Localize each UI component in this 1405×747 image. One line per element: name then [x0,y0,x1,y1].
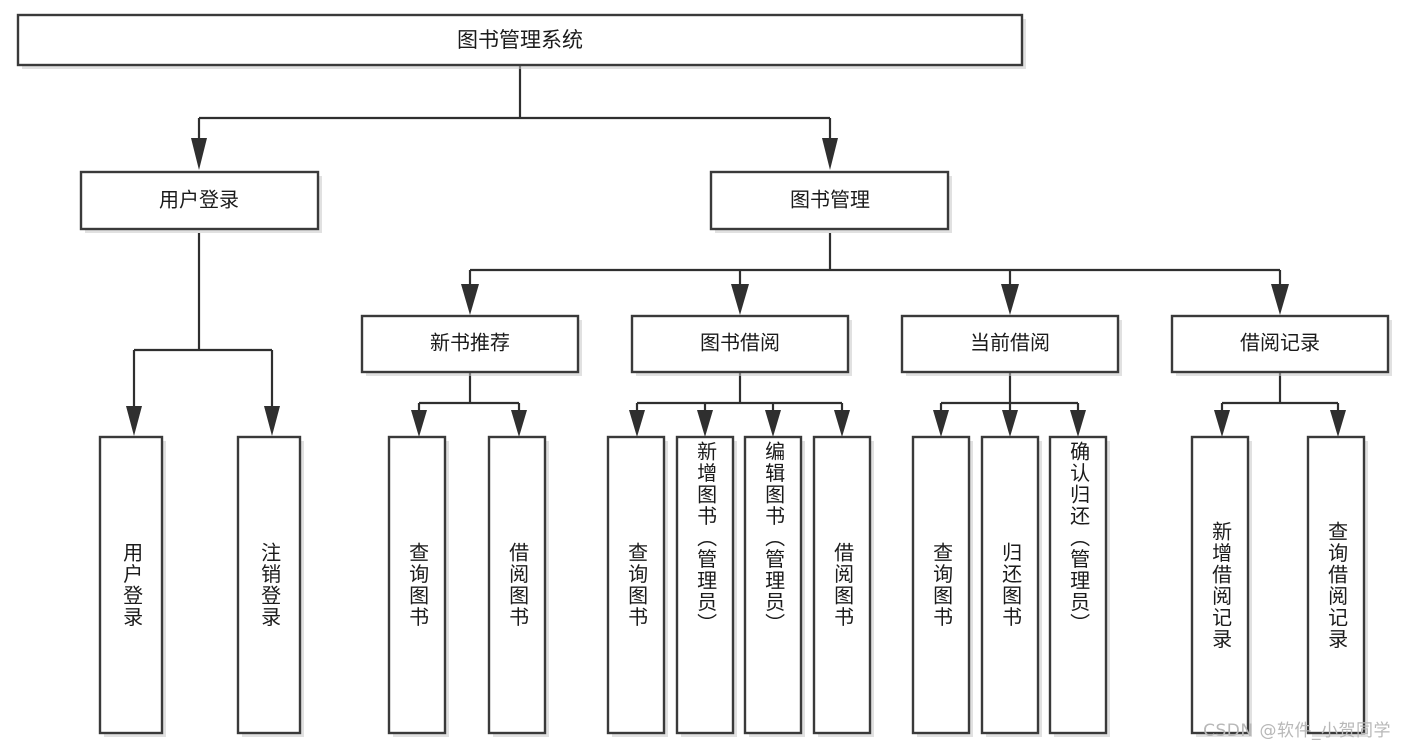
leaf-borrow-book-1-rect[interactable] [487,435,547,735]
arrow-head-new-book-rec [461,284,479,315]
arrow-head-leaf-user-login [126,406,142,436]
node-new-book-rec[interactable]: 新书推荐 [360,314,582,376]
leaf-query-borrow-record-rect[interactable] [1306,435,1366,735]
node-new-book-rec-rect[interactable] [360,314,580,374]
node-current-borrow[interactable]: 当前借阅 [900,314,1122,376]
arrow-head-leaf-add-book-admin [697,410,713,437]
node-book-manage[interactable]: 图书管理 [709,170,952,233]
leaf-logout-login-rect[interactable] [236,435,302,735]
node-borrow-record[interactable]: 借阅记录 [1170,314,1392,376]
node-user-login-label: 用户登录 [159,188,239,212]
leaf-layer [98,435,1368,737]
arrow-head-leaf-query-book-1 [411,410,427,437]
leaf-borrow-book-2-rect[interactable] [812,435,872,735]
node-book-manage-label: 图书管理 [790,188,870,212]
arrow-head-leaf-confirm-return-admin [1070,410,1086,437]
leaf-return-book-rect[interactable] [980,435,1040,735]
arrow-head-book-borrow [731,284,749,315]
connector-layer [126,66,1346,437]
node-current-borrow-label: 当前借阅 [970,331,1050,355]
arrow-head-user-login [191,138,207,170]
node-root-label: 图书管理系统 [457,28,583,52]
arrow-head-leaf-borrow-book-1 [511,410,527,437]
leaf-confirm-return-admin-rect[interactable] [1048,435,1108,735]
arrow-head-leaf-query-book-3 [933,410,949,437]
node-borrow-record-label: 借阅记录 [1240,331,1320,355]
leaf-user-login-rect[interactable] [98,435,164,735]
node-book-borrow[interactable]: 图书借阅 [630,314,852,376]
arrow-head-leaf-return-book [1002,410,1018,437]
arrow-head-leaf-query-borrow-record [1330,410,1346,437]
arrow-head-borrow-record [1271,284,1289,315]
node-borrow-record-rect[interactable] [1170,314,1390,374]
node-root-rect[interactable] [16,13,1024,67]
node-book-manage-rect[interactable] [709,170,950,231]
arrow-head-leaf-query-book-2 [629,410,645,437]
csdn-watermark: CSDN @软件_小贺同学 [1203,721,1391,741]
node-book-borrow-label: 图书借阅 [700,331,780,355]
leaf-query-book-2-rect[interactable] [606,435,666,735]
node-book-borrow-rect[interactable] [630,314,850,374]
leaf-add-borrow-record-rect[interactable] [1190,435,1250,735]
arrow-head-leaf-logout-login [264,406,280,436]
node-new-book-rec-label: 新书推荐 [430,331,510,355]
leaf-add-book-admin-rect[interactable] [675,435,735,735]
node-current-borrow-rect[interactable] [900,314,1120,374]
node-root[interactable]: 图书管理系统 [16,13,1026,69]
node-user-login[interactable]: 用户登录 [79,170,322,233]
arrow-head-leaf-edit-book-admin [765,410,781,437]
arrow-head-book-manage [822,138,838,170]
leaf-edit-book-admin-rect[interactable] [743,435,803,735]
leaf-query-book-1-rect[interactable] [387,435,447,735]
arrow-head-leaf-borrow-book-2 [834,410,850,437]
arrow-head-leaf-add-borrow-record [1214,410,1230,437]
leaf-query-book-3-rect[interactable] [911,435,971,735]
arrow-head-current-borrow [1001,284,1019,315]
node-user-login-rect[interactable] [79,170,320,231]
